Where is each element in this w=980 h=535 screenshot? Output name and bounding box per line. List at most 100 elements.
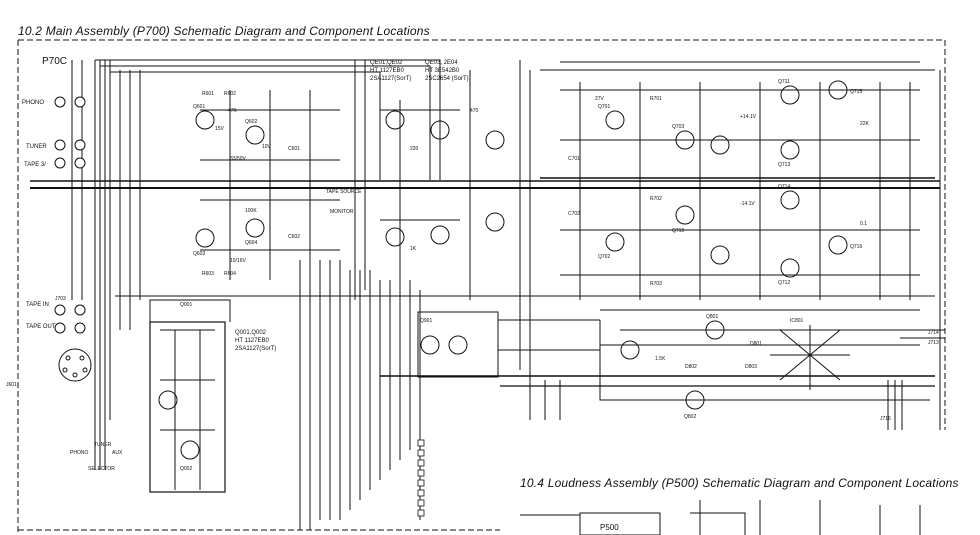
value-label: 10/16V [230,258,247,264]
part-j714: J714 [928,330,939,336]
value-label: 1K [410,246,417,252]
transistor-q702 [485,212,505,232]
part-q601: Q601 [193,104,205,110]
transistor-qe04 [430,225,450,245]
jack-label-tape3: TAPE 3/ [24,162,46,168]
part-q703: Q703 [672,124,684,130]
connector-pad [417,439,425,447]
transistor-q803 [620,340,640,360]
transistor-q715 [828,80,848,100]
transistor-q801 [705,320,725,340]
transistor-note-1-line-3: 2SA1127(SorT) [370,76,411,82]
value-label: -14.1V [740,201,755,207]
part-c702: C702 [568,211,580,217]
jack-label-tape-in: TAPE IN [26,302,49,308]
part-q710: Q710 [672,228,684,234]
part-r602: R602 [224,91,236,97]
switch-label-monitor: MONITOR [330,209,354,215]
part-q802: Q802 [684,414,696,420]
part-q801: Q801 [706,314,718,320]
value-label: 0.1 [860,221,867,227]
part-q715: Q715 [850,89,862,95]
part-q701: Q701 [598,104,610,110]
transistor-qe02 [385,227,405,247]
board-label-p700: P70C [42,56,67,67]
transistor-q713 [780,140,800,160]
connector-pad [417,509,425,517]
transistor-q706 [675,205,695,225]
value-label: 1.5K [655,356,666,362]
transistor-q716 [828,235,848,255]
part-q604: Q604 [245,240,257,246]
value-label: 15V [215,126,225,132]
connector-pad [417,469,425,477]
part-q702: Q702 [598,254,610,260]
jack-tape-in-r [74,304,86,316]
part-c701: C701 [568,156,580,162]
block-q001 [149,321,226,493]
part-q603: Q603 [193,251,205,257]
transistor-q704 [605,232,625,252]
transistor-q714 [780,190,800,210]
jack-phono-l [54,96,66,108]
block-q901 [417,311,499,378]
jack-tape3-l [54,157,66,169]
transistor-q601 [195,110,215,130]
jack-tape-out-r [74,322,86,334]
part-j713: J713 [928,340,939,346]
transistor-note-2-line-1: QE03, 2E04 [425,60,458,66]
value-label: +14.1V [740,114,757,120]
part-q713: Q713 [778,162,790,168]
connector-pad [417,459,425,467]
value-label: 10V [262,144,272,150]
value-label: 33/50V [230,156,247,162]
jack-label-j601: J601 [6,382,17,388]
switch-label-selector: SELECTOR [88,466,115,472]
loudness-schematic-title: 10.4 Loudness Assembly (P500) Schematic … [520,476,959,490]
value-label: 220 [410,146,419,152]
jack-tuner-l [54,139,66,151]
part-r703: R703 [650,281,662,287]
transistor-q707 [710,135,730,155]
jack-tape-in-l [54,304,66,316]
part-r702: R702 [650,196,662,202]
part-r701: R701 [650,96,662,102]
connector-pad [417,449,425,457]
transistor-q901 [420,335,440,355]
transistor-note-2-line-3: 2SC2654 (SorT) [425,76,469,82]
transistor-qe03 [430,120,450,140]
switch-label-aux: AUX [112,450,123,456]
part-r604: R604 [224,271,236,277]
value-label: 100K [245,208,257,214]
connector-pad [417,499,425,507]
jack-tape3-r [74,157,86,169]
part-q712: Q712 [778,280,790,286]
part-q001: Q001 [180,302,192,308]
switch-label-phono: PHONO [70,450,88,456]
transistor-q705 [675,130,695,150]
transistor-note-1-line-2: HT 1127EB0 [370,68,404,74]
part-r601: R601 [202,91,214,97]
jack-tape-out-l [54,322,66,334]
jack-label-phono: PHONO [22,100,44,106]
board-label-p500: P500 [600,523,619,532]
part-r603: R603 [202,271,214,277]
jack-phono-r [74,96,86,108]
jack-label-tape-out: TAPE OUT [26,324,56,330]
value-label: 27V [595,96,605,102]
part-q002: Q002 [180,466,192,472]
transistor-qe01 [385,110,405,130]
transistor-note-3-line-2: HT 1127EB0 [235,338,269,344]
transistor-q708 [710,245,730,265]
part-d803: D803 [745,364,757,370]
jack-tuner-r [74,139,86,151]
value-label: 470 [470,108,479,114]
part-c601: C601 [288,146,300,152]
transistor-q701 [485,130,505,150]
transistor-q002 [180,440,200,460]
part-j716: J716 [880,416,891,422]
transistor-q711 [780,85,800,105]
transistor-q603 [195,228,215,248]
transistor-q802 [685,390,705,410]
